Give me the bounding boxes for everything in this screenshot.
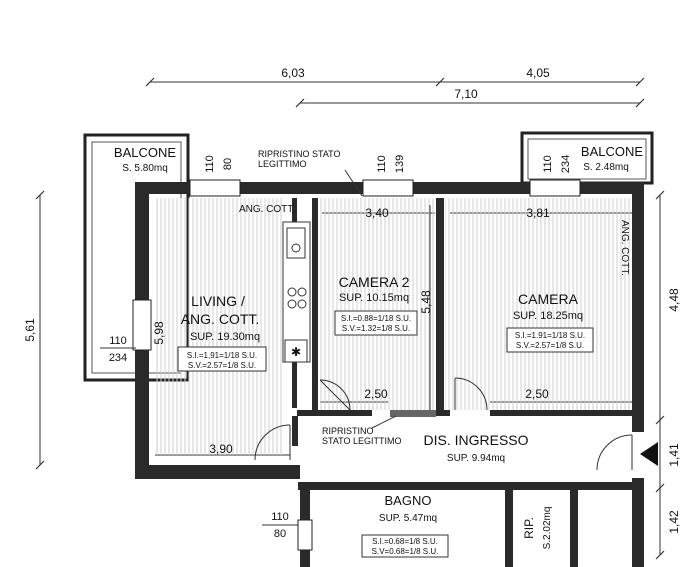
camera-si: S.I.=1.91=1/18 S.U.	[515, 331, 585, 340]
dim-top-total: 7,10	[454, 87, 478, 101]
dim-living-height: 5,98	[152, 321, 166, 345]
bagno-sv: S.V=0.68=1/8 S.U.	[372, 547, 439, 556]
dim-right-height: 4,48	[667, 288, 681, 312]
entry-arrow-icon	[640, 442, 658, 466]
dim-living-width: 3,90	[209, 442, 233, 456]
camera2-area: SUP. 10.15mq	[339, 292, 409, 304]
dim-top-left: 6,03	[281, 66, 305, 80]
dim-camera2-height: 5,48	[419, 290, 433, 314]
living-name-1: LIVING /	[191, 293, 245, 309]
note-ang-cott-living: ANG. COTT.	[239, 204, 295, 215]
dim-camera2-width: 3,40	[365, 206, 389, 220]
camera2-name: CAMERA 2	[339, 274, 410, 290]
win-side-b: 234	[109, 352, 127, 364]
camera-sv: S.V.=2.57=1/8 S.U.	[516, 341, 584, 350]
win-camera2-a: 110	[376, 155, 388, 173]
dim-right-low: 1,42	[667, 510, 681, 534]
dim-camera-door: 2,50	[525, 387, 549, 401]
dim-right-mid: 1,41	[667, 443, 681, 467]
window-openings	[132, 179, 581, 551]
win-balcone-right-b: 234	[560, 155, 572, 173]
rip-area: S.2.02mq	[542, 507, 553, 550]
win-bagno-b: 80	[274, 528, 286, 540]
win-balcone-right-a: 110	[542, 155, 554, 173]
dim-top-right: 4,05	[526, 66, 550, 80]
note-ripristino-mid-1: RIPRISTINO	[322, 426, 374, 436]
living-name-2: ANG. COTT.	[181, 311, 260, 327]
balcone-left-name: BALCONE	[114, 145, 176, 160]
win-balcone-left-b: 80	[222, 158, 234, 170]
camera2-sv: S.V.=1.32=1/8 S.U.	[342, 324, 410, 333]
note-ripristino-top-2: LEGITTIMO	[258, 159, 307, 169]
living-sv: S.V.=2.57=1/8 S.U.	[188, 361, 256, 370]
dim-camera2-door: 2,50	[364, 387, 388, 401]
living-area: SUP. 19.30mq	[190, 331, 260, 343]
camera2-floor	[318, 198, 436, 410]
kitchen-counter	[282, 221, 311, 363]
win-balcone-left-a: 110	[204, 155, 216, 173]
doors	[254, 377, 633, 471]
bagno-name: BAGNO	[385, 493, 432, 508]
note-ripristino-top-leader	[344, 169, 363, 197]
camera-name: CAMERA	[518, 291, 579, 307]
rip-name: RIP.	[522, 517, 536, 539]
bagno-si: S.I.=0.68=1/8 S.U.	[372, 537, 438, 546]
balcone-left-area: S. 5.80mq	[122, 163, 168, 174]
info-boxes	[177, 310, 594, 558]
camera-area: SUP. 18.25mq	[513, 310, 583, 322]
dim-camera-width: 3,81	[526, 206, 550, 220]
win-camera2-b: 139	[394, 155, 406, 173]
living-floor	[155, 198, 283, 455]
dim-left-height: 5,61	[23, 318, 37, 342]
living-si: S.I.=1,91=1/18 S.U.	[187, 351, 257, 360]
ripristino-wall	[390, 410, 436, 417]
win-side-a: 110	[109, 335, 127, 347]
ingresso-name: DIS. INGRESSO	[423, 432, 528, 448]
balcone-right-area: S. 2.48mq	[583, 162, 629, 173]
note-ripristino-mid-leader	[371, 415, 397, 429]
bagno-area: SUP. 5.47mq	[379, 513, 437, 524]
win-bagno-a: 110	[271, 511, 289, 523]
note-ripristino-top-1: RIPRISTINO STATO	[258, 149, 341, 159]
ingresso-area: SUP. 9.94mq	[447, 453, 505, 464]
camera2-si: S.I.=0.88=1/18 S.U.	[341, 314, 411, 323]
hood-icon: ✱	[291, 345, 301, 359]
balcone-right-name: BALCONE	[581, 144, 643, 159]
note-ang-cott-camera: ANG. COTT.	[619, 220, 630, 276]
dimension-ticks	[35, 77, 665, 560]
note-ripristino-mid-2: STATO LEGITTIMO	[322, 436, 402, 446]
camera-floor	[445, 198, 633, 410]
